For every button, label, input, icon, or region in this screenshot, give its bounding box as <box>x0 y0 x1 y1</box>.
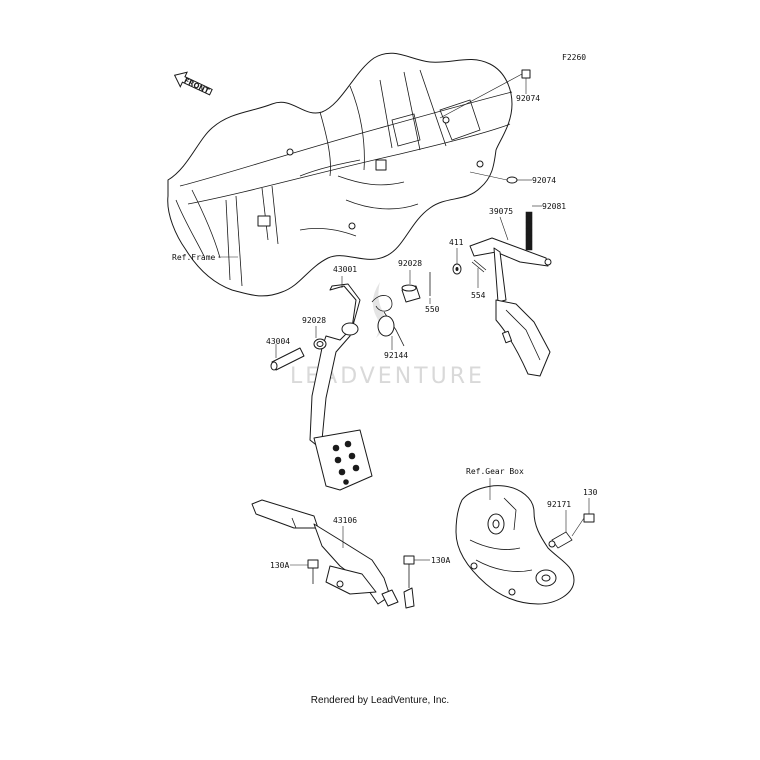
callout-43004: 43004 <box>266 337 290 346</box>
spring-92081: 92081 <box>525 202 566 251</box>
callout-92028-left: 92028 <box>302 316 326 325</box>
callout-411: 411 <box>449 238 464 247</box>
bushing-92028-left: 92028 <box>302 316 327 350</box>
parking-brake-lever-43106: 43106 <box>251 499 415 609</box>
front-arrow-icon: FRONT <box>173 71 213 96</box>
callout-92028-top: 92028 <box>398 259 422 268</box>
frame-assembly <box>167 52 513 297</box>
spring-92144: 92144 <box>371 295 408 360</box>
callout-92074-mid: 92074 <box>532 176 556 185</box>
footer-credit: Rendered by LeadVenture, Inc. <box>310 695 450 706</box>
ref-frame-label: Ref.Frame <box>172 253 216 262</box>
callout-92171: 92171 <box>547 500 571 509</box>
callout-130A-right: 130A <box>431 556 450 565</box>
shaft-43004: 43004 <box>266 337 305 371</box>
callout-92074-top: 92074 <box>516 94 540 103</box>
front-label: FRONT <box>183 77 211 96</box>
callout-43001: 43001 <box>333 265 357 274</box>
callout-92144: 92144 <box>384 351 408 360</box>
bushing-92028-top: 92028 <box>398 259 422 303</box>
callout-130A-left: 130A <box>270 561 289 570</box>
bolt-130A-right: 130A <box>403 555 450 588</box>
gear-box: Ref.Gear Box <box>455 467 575 605</box>
bolt-130A-left: 130A <box>270 559 319 584</box>
accelerator-pedal-39075: 39075 <box>469 207 552 377</box>
callout-554: 554 <box>471 291 486 300</box>
callout-92081: 92081 <box>542 202 566 211</box>
callout-130: 130 <box>583 488 598 497</box>
diagram-code: F2260 <box>562 53 586 62</box>
callout-39075: 39075 <box>489 207 513 216</box>
plug-92074-top: 92074 <box>516 69 540 103</box>
brake-pedal-43001: 43001 <box>309 265 373 491</box>
ref-frame: Ref.Frame <box>172 253 238 262</box>
pin-550: 550 <box>425 272 440 314</box>
bolt-130: 130 <box>571 488 598 537</box>
plug-92074-mid: 92074 <box>469 171 556 185</box>
pin-554: 554 <box>471 259 487 300</box>
ref-gear-box-label: Ref.Gear Box <box>466 467 524 476</box>
washer-411: 411 <box>449 238 464 275</box>
callout-43106: 43106 <box>333 516 357 525</box>
clip-92171: 92171 <box>547 500 573 549</box>
callout-550: 550 <box>425 305 440 314</box>
